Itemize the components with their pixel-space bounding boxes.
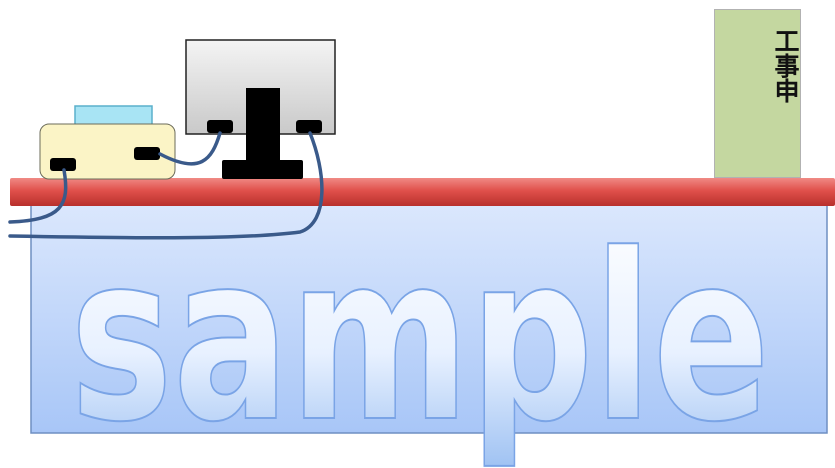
monitor-port-left xyxy=(207,120,233,133)
device-port-right xyxy=(134,147,160,160)
network-device xyxy=(40,106,175,179)
monitor-stand-base xyxy=(222,160,303,179)
monitor-stand-neck xyxy=(246,88,280,163)
monitor-port-right xyxy=(296,120,322,133)
sign-text: 工事申 xyxy=(715,28,800,103)
desk-top xyxy=(10,178,835,206)
sample-watermark: sample xyxy=(70,206,770,468)
construction-notice-sign: 工事申 xyxy=(714,9,801,178)
